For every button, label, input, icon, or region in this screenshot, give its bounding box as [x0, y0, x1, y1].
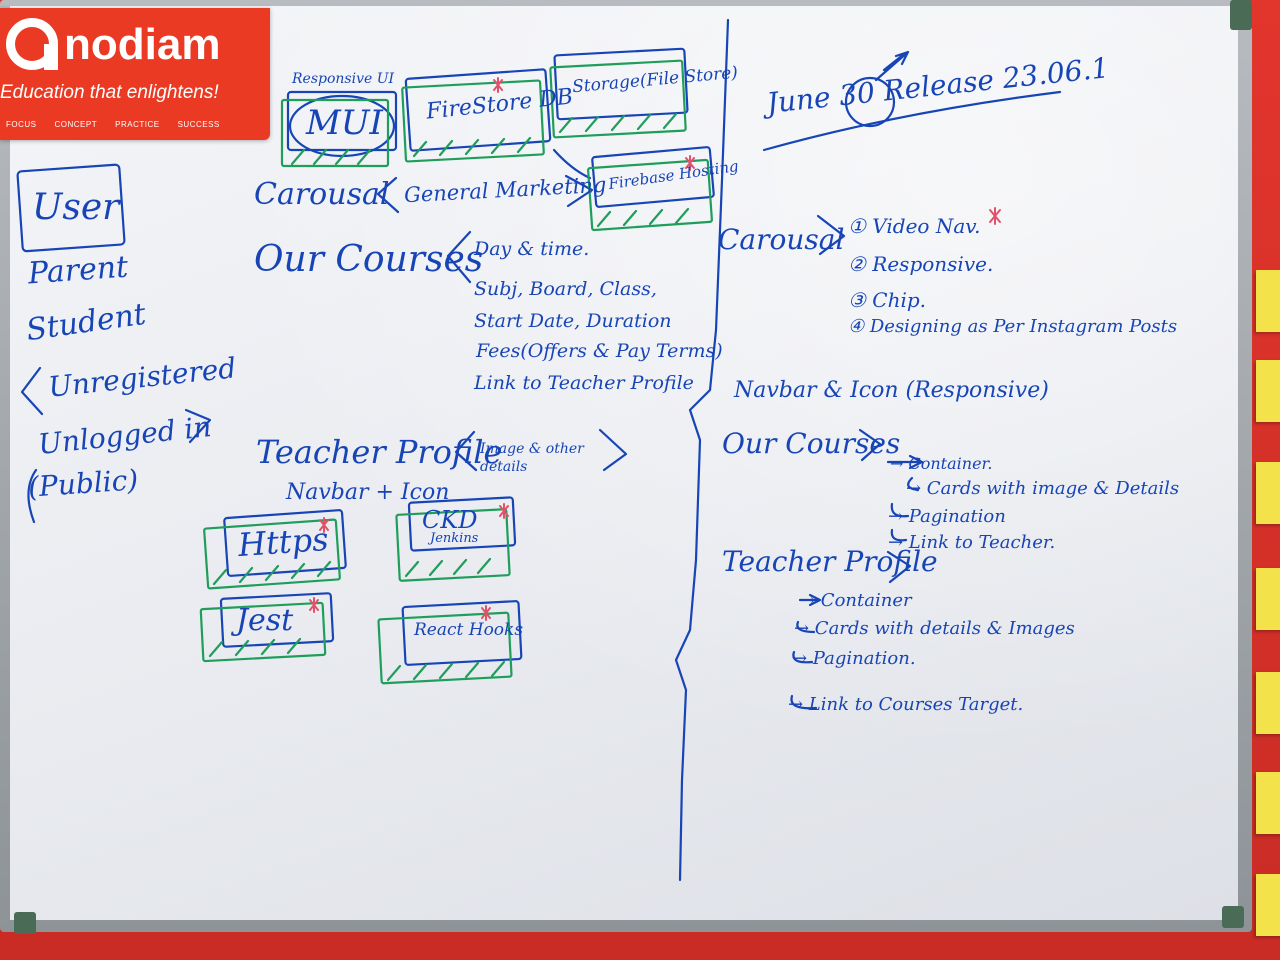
course-item: → Container.: [890, 454, 993, 473]
teacher-item: → Container: [800, 590, 912, 611]
sticky-note: [1256, 360, 1280, 422]
logo-step: SUCCESS: [177, 120, 220, 129]
sticky-note: [1256, 568, 1280, 630]
whiteboard: [10, 6, 1238, 920]
right-our-courses-label: Our Courses: [722, 427, 901, 460]
carousel-item: ④ Designing as Per Instagram Posts: [848, 316, 1178, 337]
sticky-note: [1256, 672, 1280, 734]
course-detail: Link to Teacher Profile: [474, 372, 694, 394]
carousel-label: Carousal: [254, 177, 390, 212]
navbar-responsive-label: Navbar & Icon (Responsive): [734, 378, 1049, 403]
right-teacher-profile-label: Teacher Profile: [722, 545, 938, 578]
logo-a-mark: [6, 18, 58, 70]
https-label: Https: [236, 519, 330, 565]
user-label: User: [32, 187, 120, 228]
right-carousel-label: Carousal: [718, 223, 845, 256]
frame-corner: [1222, 906, 1244, 928]
sticky-note: [1256, 874, 1280, 936]
teacher-item: → Link to Courses Target.: [788, 694, 1024, 715]
logo-step: CONCEPT: [54, 120, 98, 129]
responsive-ui-label: Responsive UI: [292, 71, 395, 87]
course-detail: Subj, Board, Class,: [474, 278, 657, 300]
carousel-item: ② Responsive.: [848, 252, 994, 276]
sticky-note: [1256, 772, 1280, 834]
frame-corner: [14, 912, 36, 934]
frame-corner: [1230, 0, 1252, 30]
anodiam-logo: nodiam Education that enlightens! FOCUS …: [0, 8, 270, 140]
teacher-item: → Pagination.: [792, 648, 916, 669]
logo-step: FOCUS: [6, 120, 37, 129]
navbar-icon-label: Navbar + Icon: [286, 480, 450, 505]
react-hooks-label: React Hooks: [414, 620, 524, 640]
sticky-note: [1256, 270, 1280, 332]
parent-label: Parent: [26, 249, 130, 292]
course-detail: Start Date, Duration: [474, 310, 672, 332]
course-item: → Link to Teacher.: [888, 532, 1056, 553]
logo-name: nodiam: [64, 20, 221, 69]
sticky-note: [1256, 462, 1280, 524]
carousel-item: ① Video Nav.: [848, 214, 981, 238]
public-label: (Public): [26, 463, 140, 504]
course-item: → Cards with image & Details: [906, 478, 1180, 499]
course-item: → Pagination: [888, 506, 1006, 527]
mui-label: MUI: [306, 103, 383, 143]
logo-steps: FOCUS CONCEPT PRACTICE SUCCESS: [6, 120, 220, 129]
teacher-item: → Cards with details & Images: [794, 618, 1075, 639]
logo-step: PRACTICE: [115, 120, 160, 129]
jenkins-label: Jenkins: [430, 531, 479, 546]
carousel-item: ③ Chip.: [848, 288, 927, 312]
course-detail: Day & time.: [474, 238, 590, 260]
teacher-profile-label: Teacher Profile: [256, 433, 503, 471]
our-courses-label: Our Courses: [254, 239, 484, 280]
teacher-details-label: Image & other details: [480, 441, 584, 475]
ckd-label: CKD: [422, 506, 478, 534]
jest-label: Jest: [236, 603, 294, 638]
logo-tagline: Education that enlightens!: [0, 82, 219, 103]
course-detail: Fees(Offers & Pay Terms): [476, 340, 723, 362]
